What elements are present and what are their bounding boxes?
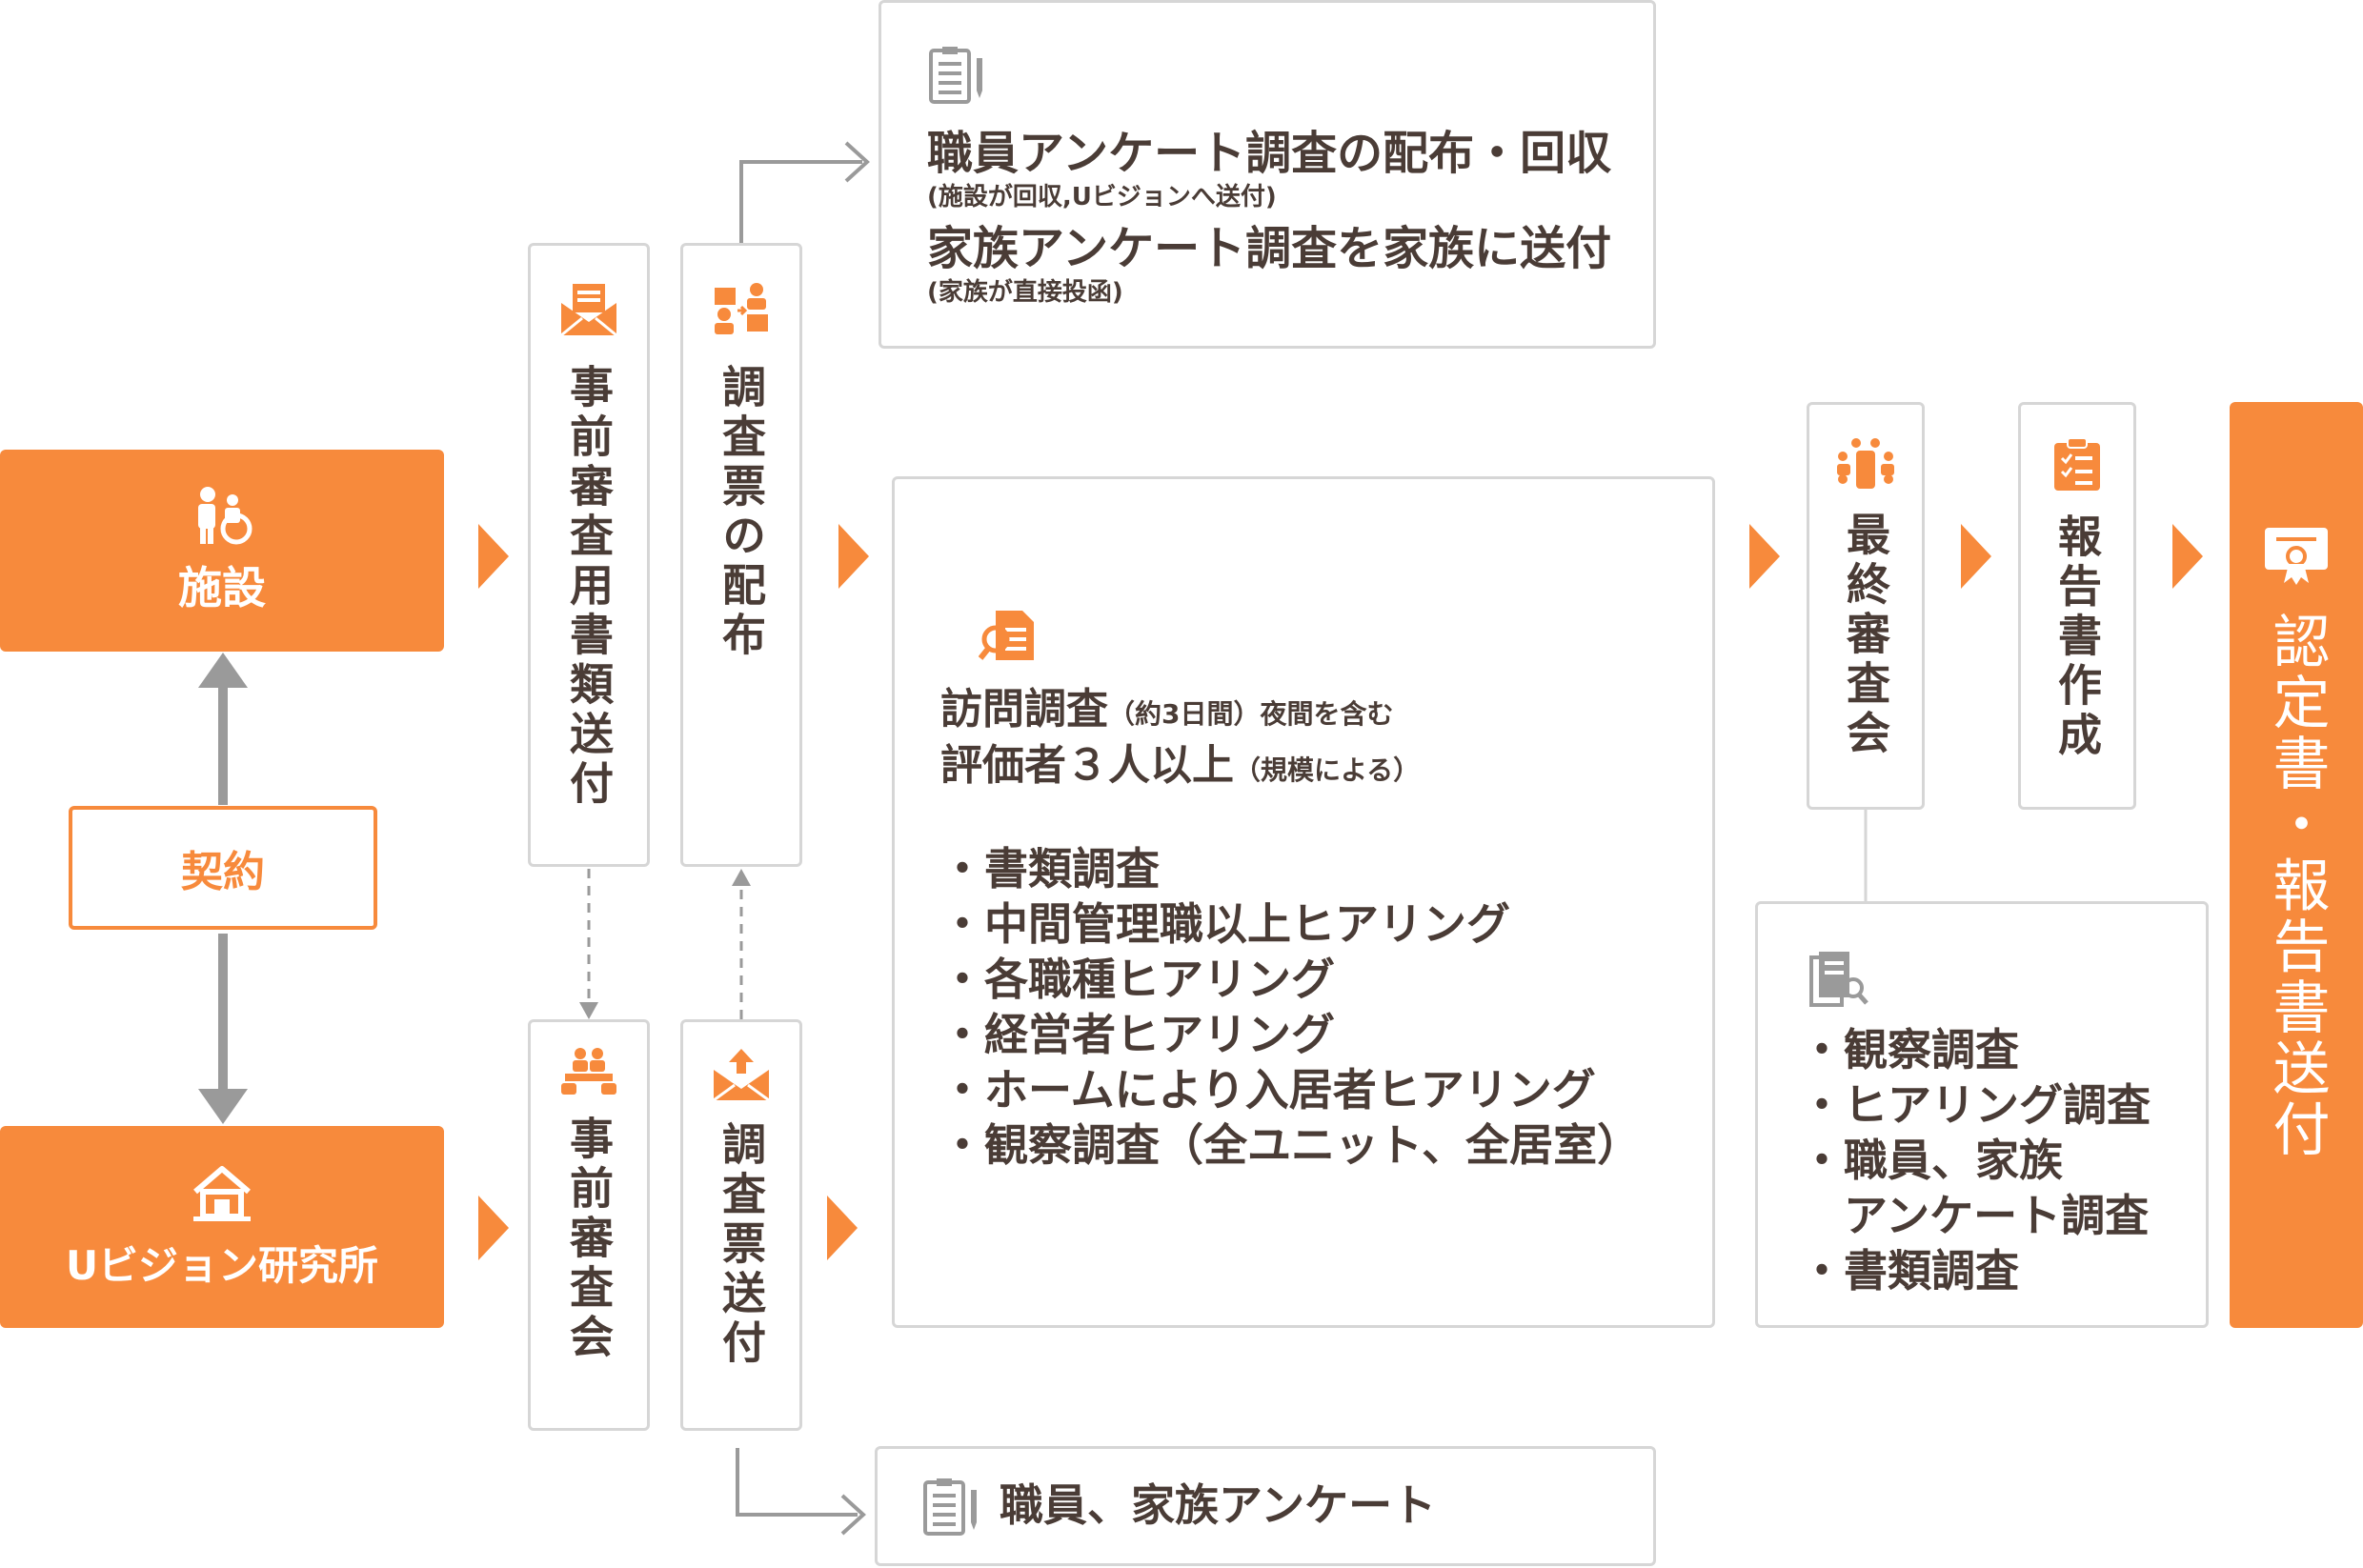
pre-docs-label: 事前審査用書類送付 xyxy=(563,364,615,810)
visit-title-note: （約3日間）夜間を含む xyxy=(1108,698,1394,730)
facility-box: 施設 xyxy=(0,450,444,652)
elbow-to-bottom-box xyxy=(736,1448,858,1517)
report-label: 報告書作成 xyxy=(2051,513,2103,761)
bottom-questionnaire-box: 職員、家族アンケート xyxy=(875,1446,1656,1566)
flow-arrow-3 xyxy=(838,524,869,589)
visit-survey-box: 訪問調査（約3日間）夜間を含む 評価者３人以上（規模による） ・書類調査 ・中間… xyxy=(892,476,1715,1328)
review-detail-box: ・観察調査 ・ヒアリング調査 ・職員、家族 アンケート調査 ・書類調査 xyxy=(1755,901,2209,1328)
family-survey-line: 家族アンケート調査を家族に送付 xyxy=(927,221,1612,275)
evaluators-note: （規模による） xyxy=(1234,754,1421,786)
report-column: 報告書作成 xyxy=(2018,402,2136,810)
clipboard-pen-icon xyxy=(929,47,982,104)
flow-arrow-7 xyxy=(2172,524,2203,589)
caregiver-wheelchair-icon xyxy=(198,487,252,545)
review-item: アンケート調査 xyxy=(1800,1190,2150,1241)
visit-item: ・各職種ヒアリング xyxy=(940,954,1335,1005)
flow-arrow-1 xyxy=(478,524,509,589)
flow-arrow-5 xyxy=(1749,524,1780,589)
evaluators-line: 評価者３人以上 xyxy=(940,741,1234,790)
flow-arrow-6 xyxy=(1961,524,1991,589)
exchange-people-icon xyxy=(715,283,768,334)
survey-send-label: 調査票送付 xyxy=(716,1121,767,1369)
facility-label: 施設 xyxy=(178,562,266,613)
mail-upload-icon xyxy=(713,1049,770,1102)
survey-dist-column: 調査票の配布 xyxy=(680,243,802,867)
visit-title: 訪問調査 xyxy=(940,685,1108,734)
checklist-icon xyxy=(2054,437,2100,491)
visit-item: ・書類調査 xyxy=(940,843,1160,895)
house-icon xyxy=(193,1165,251,1221)
review-item: ・職員、家族 xyxy=(1800,1135,2063,1186)
contract-label: 契約 xyxy=(181,848,265,896)
review-item: ・書類調査 xyxy=(1800,1245,2019,1297)
clipboard-pen-icon xyxy=(923,1478,977,1536)
review-item: ・ヒアリング調査 xyxy=(1800,1079,2151,1131)
questionnaire-top-box: 職員アンケート調査の配布・回収 (施設が回収,Uビジョンへ送付) 家族アンケート… xyxy=(879,0,1656,349)
elbow-to-top-box xyxy=(739,160,862,243)
company-box: Uビジョン研究所 xyxy=(0,1126,444,1328)
visit-item: ・観察調査（全ユニット、全居室） xyxy=(940,1119,1642,1171)
certificate-label: 認定書・報告書送付 xyxy=(2263,612,2330,1160)
visit-item: ・経営者ヒアリング xyxy=(940,1009,1335,1060)
conference-table-icon xyxy=(1837,438,1894,489)
pre-review-column: 事前審査会 xyxy=(528,1019,650,1431)
certificate-icon xyxy=(2265,528,2328,585)
staff-survey-note: (施設が回収,Uビジョンへ送付) xyxy=(927,183,1277,211)
final-review-label: 最終審査会 xyxy=(1840,512,1891,759)
flow-arrow-2 xyxy=(478,1196,509,1260)
documents-search-icon xyxy=(1809,952,1868,1007)
mail-document-icon xyxy=(560,284,617,337)
arrowhead-down xyxy=(198,1089,248,1124)
family-survey-note: (家族が直接投函) xyxy=(927,277,1123,307)
flow-arrow-4 xyxy=(827,1196,858,1260)
meeting-icon xyxy=(561,1048,616,1095)
survey-send-column: 調査票送付 xyxy=(680,1019,802,1431)
document-search-icon xyxy=(979,611,1034,660)
certificate-column: 認定書・報告書送付 xyxy=(2230,402,2363,1328)
pre-review-label: 事前審査会 xyxy=(563,1116,615,1363)
bottom-survey-label: 職員、家族アンケート xyxy=(1000,1479,1437,1532)
survey-dist-label: 調査票の配布 xyxy=(716,364,767,661)
staff-survey-line: 職員アンケート調査の配布・回収 xyxy=(927,127,1612,180)
pre-docs-column: 事前審査用書類送付 xyxy=(528,243,650,867)
visit-item: ・中間管理職以上ヒアリング xyxy=(940,898,1510,950)
company-label: Uビジョン研究所 xyxy=(65,1241,379,1289)
arrowhead-up xyxy=(198,653,248,688)
final-review-column: 最終審査会 xyxy=(1807,402,1925,810)
contract-box: 契約 xyxy=(69,806,377,930)
review-item: ・観察調査 xyxy=(1800,1024,2019,1075)
visit-item: ・ホームにより入居者ヒアリング xyxy=(940,1064,1596,1116)
